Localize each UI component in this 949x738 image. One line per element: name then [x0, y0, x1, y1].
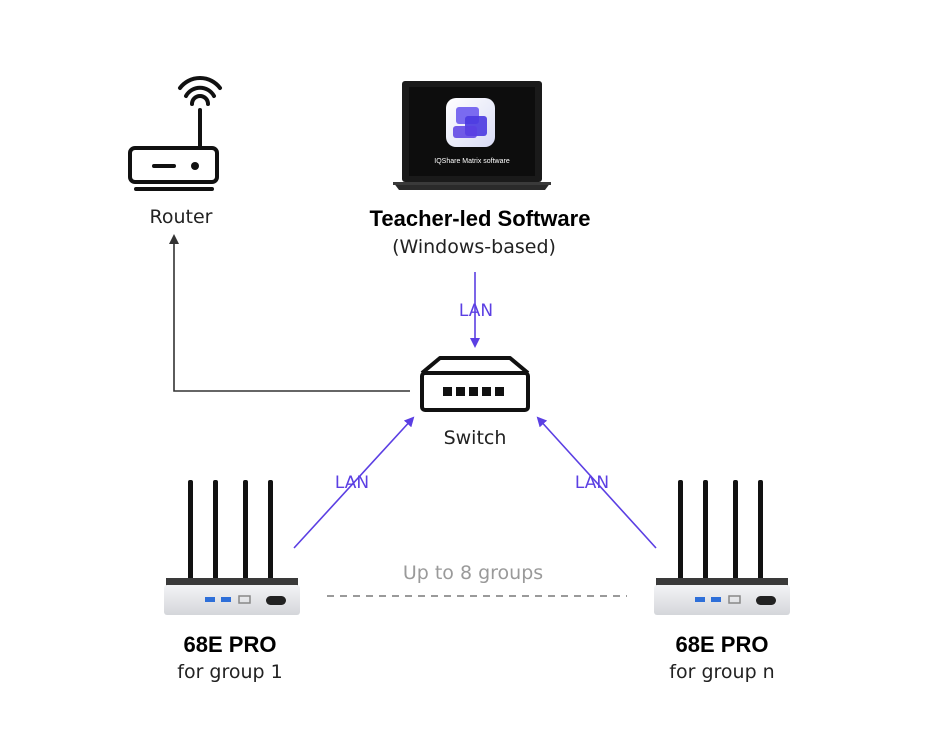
- switch-label: Switch: [443, 427, 507, 449]
- wifi-router-icon: [128, 76, 222, 191]
- lan-connector-group1-switch: [293, 416, 415, 549]
- network-switch-icon: [420, 356, 530, 412]
- device-model-group-1: 68E PRO: [183, 632, 277, 657]
- groups-note: Up to 8 groups: [402, 562, 544, 584]
- screen-caption: IQShare Matrix software: [434, 158, 510, 165]
- device-group-label-n: for group n: [669, 661, 775, 683]
- laptop-icon: [393, 81, 551, 190]
- router-label: Router: [149, 206, 213, 228]
- switch-router-connector: [169, 234, 410, 392]
- software-title: Teacher-led Software: [369, 206, 591, 231]
- lan-connector-groupn-switch: [536, 416, 657, 549]
- software-subtitle: (Windows-based): [392, 236, 556, 258]
- lan-label-right: LAN: [574, 473, 610, 493]
- lan-label-top: LAN: [458, 301, 494, 321]
- router-device-icon: [164, 480, 300, 615]
- router-status-led: [191, 162, 199, 170]
- lan-label-left: LAN: [334, 473, 370, 493]
- router-device-icon: [654, 480, 790, 615]
- device-group-label-1: for group 1: [177, 661, 283, 683]
- device-model-group-n: 68E PRO: [675, 632, 769, 657]
